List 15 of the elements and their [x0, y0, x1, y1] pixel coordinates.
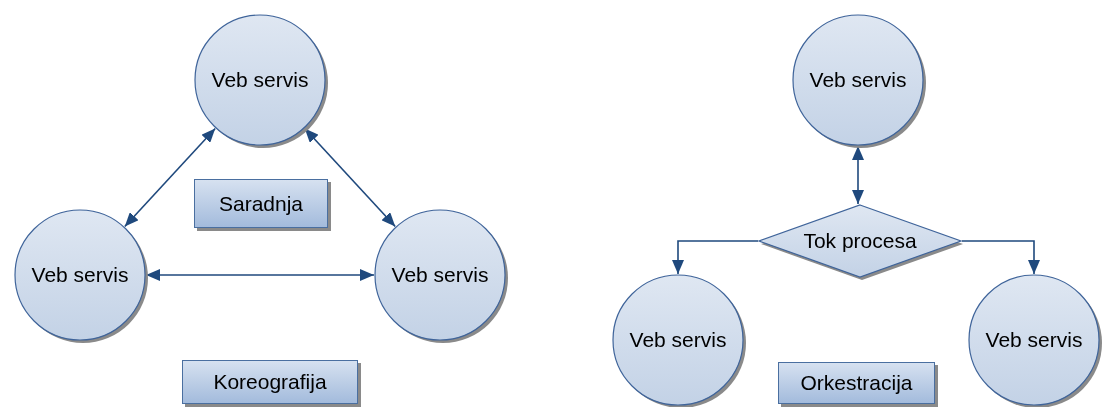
- circle-node: Veb servis: [612, 274, 744, 406]
- circle-node: Veb servis: [968, 274, 1100, 406]
- label-box: Orkestracija: [778, 362, 935, 404]
- double-arrow: [303, 127, 397, 228]
- circle-node: Veb servis: [792, 14, 924, 146]
- decision-diamond: Tok procesa: [758, 204, 962, 278]
- label-box: Koreografija: [182, 360, 358, 404]
- circle-node: Veb servis: [374, 209, 506, 341]
- arrow: [961, 240, 1040, 275]
- double-arrow: [852, 145, 864, 205]
- arrow: [672, 240, 759, 275]
- circle-node: Veb servis: [194, 14, 326, 146]
- circle-node: Veb servis: [14, 209, 146, 341]
- double-arrow: [123, 127, 217, 228]
- label-box: Saradnja: [194, 179, 328, 228]
